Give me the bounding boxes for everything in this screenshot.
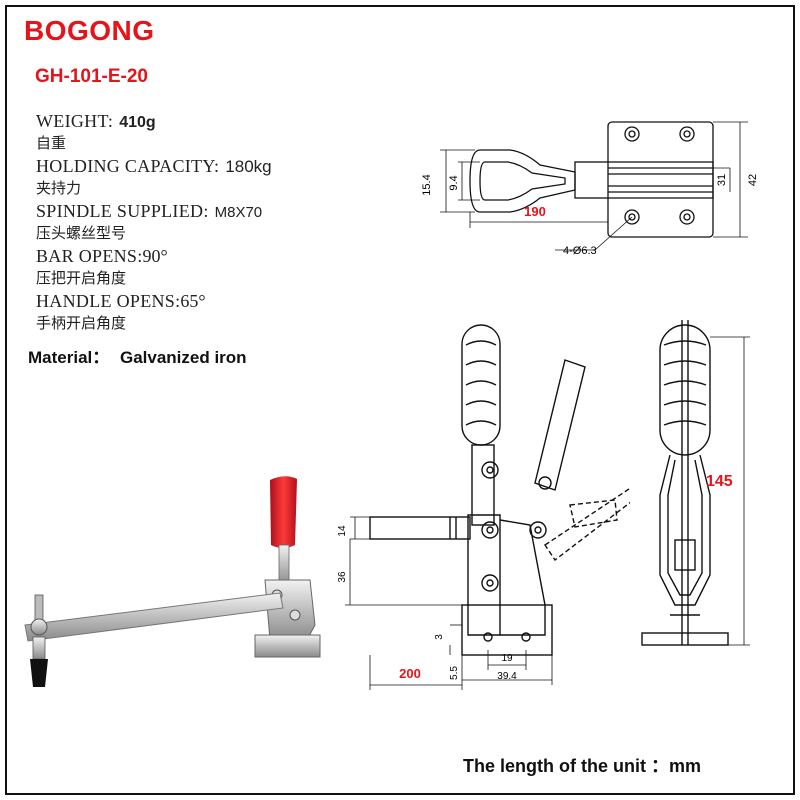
material-label: Material： bbox=[28, 348, 110, 367]
border-frame bbox=[5, 5, 795, 795]
spec-spindle-value: M8X70 bbox=[214, 204, 263, 221]
spec-bar-label: BAR OPENS: bbox=[36, 246, 143, 266]
dim-5-5: 5.5 bbox=[449, 666, 460, 680]
spec-holding-cn: 夹持力 bbox=[36, 179, 82, 197]
spec-holding-value: 180kg bbox=[225, 157, 272, 176]
spec-spindle-cn: 压头螺丝型号 bbox=[36, 224, 127, 242]
spec-handle-value: 65° bbox=[180, 291, 206, 311]
dim-42: 42 bbox=[747, 174, 759, 186]
spec-weight-cn: 自重 bbox=[36, 134, 67, 152]
front-view-drawing: 145 bbox=[641, 320, 750, 646]
material-value: Galvanized iron bbox=[119, 348, 247, 367]
dim-14: 14 bbox=[337, 525, 348, 537]
product-photo bbox=[24, 476, 321, 687]
dim-36: 36 bbox=[337, 571, 348, 583]
spec-weight: WEIGHT: 410g bbox=[36, 111, 156, 133]
spec-weight-label: WEIGHT: bbox=[36, 111, 114, 131]
spec-spindle: SPINDLE SUPPLIED: M8X70 bbox=[36, 201, 262, 223]
dim-9-4: 9.4 bbox=[448, 175, 460, 190]
spec-holding: HOLDING CAPACITY: 180kg bbox=[36, 156, 272, 177]
dim-31: 31 bbox=[716, 174, 728, 186]
top-view-drawing: 15.4 9.4 190 31 42 4-Ø6.3 bbox=[421, 121, 759, 257]
spec-holding-label: HOLDING CAPACITY: bbox=[36, 156, 220, 176]
brand-title: BOGONG bbox=[24, 15, 155, 46]
dim-39-4: 39.4 bbox=[497, 671, 517, 682]
dim-15-4: 15.4 bbox=[421, 174, 433, 195]
dim-3: 3 bbox=[434, 634, 445, 640]
dim-hole: 4-Ø6.3 bbox=[563, 245, 597, 257]
dim-19: 19 bbox=[501, 653, 513, 664]
spec-handle: HANDLE OPENS:65° bbox=[36, 291, 206, 311]
spec-handle-label: HANDLE OPENS: bbox=[36, 291, 181, 311]
dim-145: 145 bbox=[706, 473, 733, 490]
material-line: Material： Galvanized iron bbox=[28, 343, 247, 368]
unit-note: The length of the unit ：mm bbox=[463, 756, 701, 776]
dim-190: 190 bbox=[524, 204, 546, 219]
dim-200: 200 bbox=[399, 666, 421, 681]
spec-weight-value: 410g bbox=[119, 114, 156, 131]
spec-bar: BAR OPENS:90° bbox=[36, 246, 168, 266]
model-number: GH-101-E-20 bbox=[35, 66, 148, 87]
side-view-drawing: 14 36 3 5.5 200 19 39.4 bbox=[337, 324, 630, 690]
spec-handle-cn: 手柄开启角度 bbox=[36, 314, 127, 332]
spec-bar-value: 90° bbox=[142, 246, 168, 266]
spec-spindle-label: SPINDLE SUPPLIED: bbox=[36, 201, 209, 221]
spec-bar-cn: 压把开启角度 bbox=[36, 269, 127, 287]
